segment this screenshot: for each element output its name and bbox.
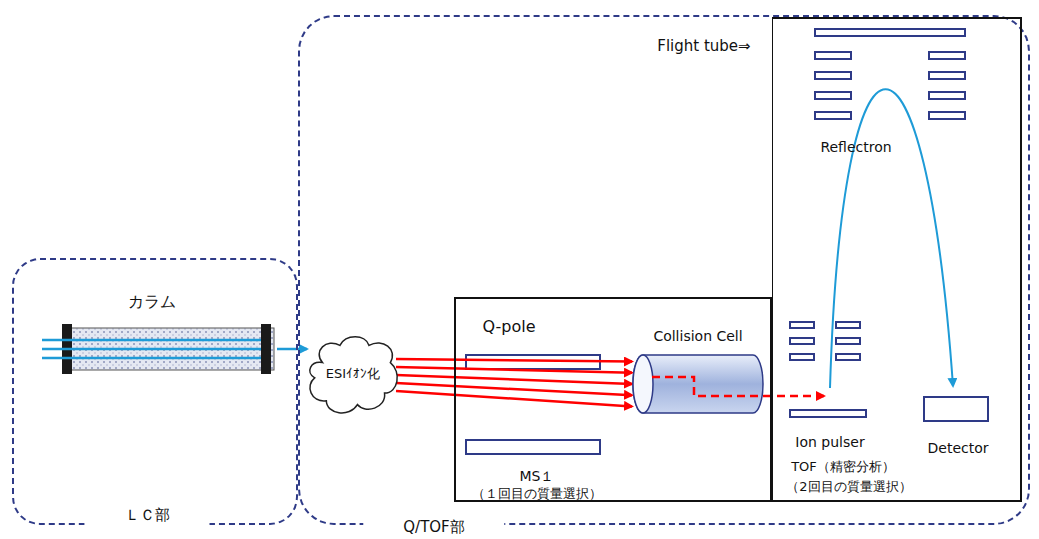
node-title: Detector [927,440,988,457]
flow-arrow [764,396,824,397]
column: カラム [42,324,277,374]
reflectron-plates [815,29,965,119]
detector-box: Detector [923,396,989,422]
ion-flight-path [830,89,953,388]
connector-stroke [396,375,632,384]
connector-stroke [277,348,307,351]
collision-cell-outline [632,353,764,415]
part-label: Reflectron [820,139,891,156]
collision-cell: Collision Cell [632,353,764,415]
node-text: MS１ [520,468,555,485]
node-title: Q-pole [482,317,535,336]
quadrupole-rod [466,440,600,454]
node-title: Q/TOF部 [363,517,504,537]
connector-stroke [764,395,824,398]
node-text: （2回目の質量選択） [786,479,911,495]
node-title: TOF（精密分析） [791,459,895,475]
esi-cloud: ESIｲｵﾝ化 [305,334,402,416]
node-title: ESIｲｵﾝ化 [326,366,380,382]
node-title: ＬＣ部 [85,505,210,525]
connector-stroke [396,367,632,373]
column-outline [42,324,277,374]
node-text: （１回目の質量選択） [472,486,602,502]
ion-pulser-plates [790,322,866,417]
qtof-region: Q/TOF部ESIｲｵﾝ化Q-poleMS１（１回目の質量選択）Collisio… [298,15,1030,525]
qpole-box: Q-poleMS１（１回目の質量選択） Collision Cell [454,297,772,502]
part-label: Ion pulser [795,434,864,451]
node-title: カラム [128,292,176,311]
node-title: Collision Cell [653,328,742,345]
part-label: Flight tube⇒ [657,37,750,55]
connector-stroke [396,391,632,406]
tof-box: TOF（精密分析） （2回目の質量選択） Detector [772,17,1022,502]
connector-stroke [396,359,632,362]
flow-arrow [277,349,307,350]
lc-region: ＬＣ部 カラム [12,258,298,525]
flow-arrow [396,359,632,406]
